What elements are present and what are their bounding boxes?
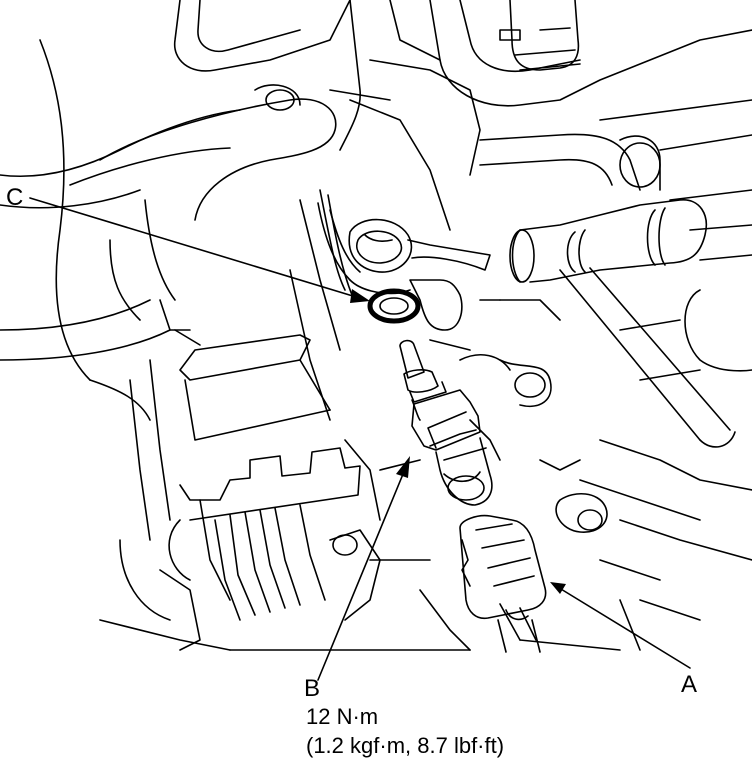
leader-line-b (317, 461, 409, 681)
seal-washer (367, 288, 421, 324)
arrowhead-a (550, 582, 566, 594)
callout-label-a: A (681, 671, 698, 698)
arrowhead-c (350, 289, 370, 303)
sensor-connector (459, 514, 547, 653)
leader-line-a (555, 585, 691, 669)
leader-lines (29, 197, 691, 681)
callout-label-c: C (6, 184, 24, 211)
torque-spec-alt-units: (1.2 kgf·m, 8.7 lbf·ft) (306, 733, 505, 758)
engine-block-outline (0, 0, 752, 651)
torque-spec-nm: 12 N·m (306, 704, 379, 729)
sensor-boss (317, 202, 491, 295)
leader-line-c (29, 197, 367, 301)
callout-label-b: B (304, 675, 321, 702)
temperature-sensor (399, 339, 493, 506)
arrowhead-b (396, 456, 410, 478)
